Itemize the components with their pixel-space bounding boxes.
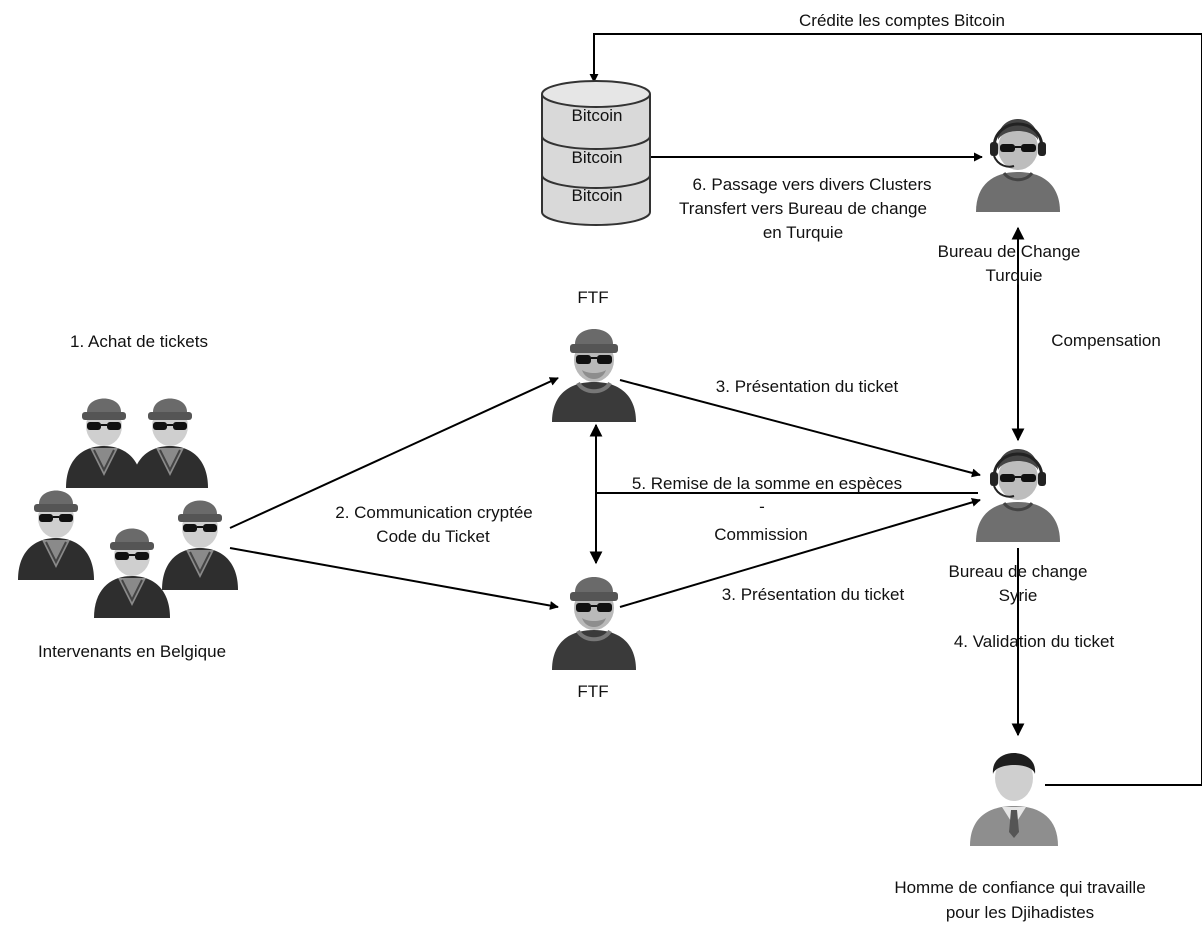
- label-trust-line1: Homme de confiance qui travaille: [894, 878, 1145, 897]
- label-step1: 1. Achat de tickets: [70, 332, 208, 351]
- turkey-operator-icon: [974, 117, 1062, 214]
- trust-man-icon: [970, 753, 1058, 846]
- label-step6-line1: 6. Passage vers divers Clusters: [692, 175, 931, 194]
- label-turkey-line2: Turquie: [985, 266, 1042, 285]
- db-label-1: Bitcoin: [571, 106, 622, 125]
- ftf-top-icon: [550, 327, 638, 424]
- label-step2-line1: 2. Communication cryptée: [335, 503, 532, 522]
- ftf-bottom-icon: [550, 575, 638, 672]
- label-syria-line1: Bureau de change: [949, 562, 1088, 581]
- label-compensation: Compensation: [1051, 331, 1161, 350]
- label-belgium: Intervenants en Belgique: [38, 642, 226, 661]
- label-ftf-top: FTF: [577, 288, 608, 307]
- label-turkey-line1: Bureau de Change: [938, 242, 1081, 261]
- db-label-3: Bitcoin: [571, 186, 622, 205]
- label-trust-line2: pour les Djihadistes: [946, 903, 1094, 922]
- label-step5-line3: Commission: [714, 525, 808, 544]
- spy-icon: [17, 489, 95, 581]
- edge-step3-top: [619, 379, 981, 478]
- label-step6-line2: Transfert vers Bureau de change: [679, 199, 927, 218]
- edge-step2-bottom: [229, 547, 559, 610]
- label-step5-line1: 5. Remise de la somme en espèces: [632, 474, 902, 493]
- spy-icon: [131, 397, 209, 489]
- label-step3-bottom: 3. Présentation du ticket: [722, 585, 905, 604]
- belgium-spies-group: [17, 397, 239, 619]
- spy-icon: [161, 499, 239, 591]
- db-label-2: Bitcoin: [571, 148, 622, 167]
- spy-icon: [65, 397, 143, 489]
- label-step4: 4. Validation du ticket: [954, 632, 1115, 651]
- label-step6-line3: en Turquie: [763, 223, 843, 242]
- edge-step2-top: [229, 377, 559, 529]
- label-step2-line2: Code du Ticket: [376, 527, 490, 546]
- edge-credit-loop: [589, 33, 1202, 786]
- label-syria-line2: Syrie: [999, 586, 1038, 605]
- label-step3-top: 3. Présentation du ticket: [716, 377, 899, 396]
- label-credit: Crédite les comptes Bitcoin: [799, 11, 1005, 30]
- label-step5-line2: -: [759, 497, 765, 516]
- edge-step3-bottom: [619, 497, 981, 608]
- spy-icon: [93, 527, 171, 619]
- label-ftf-bottom: FTF: [577, 682, 608, 701]
- database-icon: Bitcoin Bitcoin Bitcoin: [541, 80, 651, 226]
- syria-operator-icon: [974, 447, 1062, 544]
